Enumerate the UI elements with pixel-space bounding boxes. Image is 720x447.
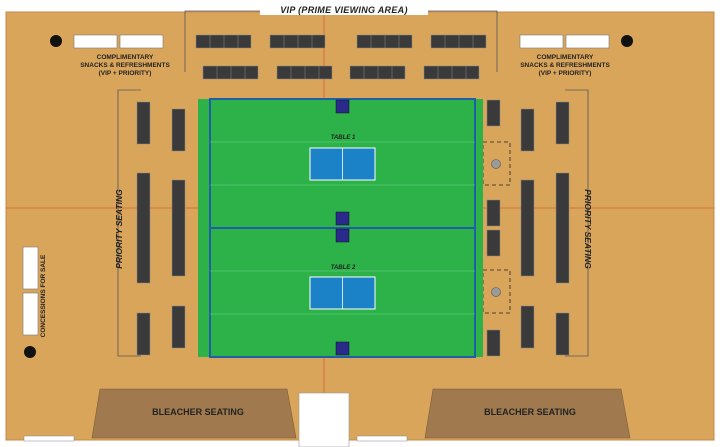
vip-seat-row	[356, 34, 413, 49]
priority-seating-right	[520, 101, 570, 356]
umpire-chair-1-icon	[491, 159, 501, 169]
snacks-right-line-1: COMPLIMENTARY	[536, 54, 594, 61]
priority-seat-row	[555, 101, 570, 145]
priority-bracket-right	[565, 89, 589, 357]
court-marker	[335, 228, 350, 243]
snack-table	[119, 34, 164, 49]
concessions-label: CONCESSIONS FOR SALE	[40, 254, 47, 338]
concession-table	[22, 246, 39, 290]
entrance	[298, 392, 350, 447]
court-marker	[335, 341, 350, 356]
snack-table	[519, 34, 564, 49]
courtside-seats	[486, 99, 501, 357]
snacks-left-line-2: SNACKS & REFRESHMENTS	[80, 62, 170, 69]
courtside-seat-row	[486, 199, 501, 227]
marker-dot-bottom-left	[24, 346, 36, 358]
marker-dot-top-left	[50, 35, 62, 47]
bleacher-right	[424, 388, 631, 439]
door-marker	[23, 435, 75, 442]
vip-seat-row	[430, 34, 487, 49]
snacks-left-line-1: COMPLIMENTARY	[96, 54, 154, 61]
bleacher-left-label: BLEACHER SEATING	[152, 407, 244, 417]
snacks-left-line-3: (VIP + PRIORITY)	[98, 70, 152, 77]
table-2-label: TABLE 2	[330, 265, 356, 271]
vip-seat-row	[202, 65, 259, 80]
table-1-label: TABLE 1	[330, 135, 356, 141]
court-marker	[335, 99, 350, 114]
snacks-label-right: COMPLIMENTARY SNACKS & REFRESHMENTS (VIP…	[500, 54, 630, 78]
vip-seat-row	[269, 34, 326, 49]
snacks-label-left: COMPLIMENTARY SNACKS & REFRESHMENTS (VIP…	[60, 54, 190, 78]
priority-bracket-left	[117, 89, 141, 357]
snacks-right-line-2: SNACKS & REFRESHMENTS	[520, 62, 610, 69]
priority-seat-row	[520, 108, 535, 152]
vip-label: VIP (PRIME VIEWING AREA)	[260, 5, 428, 15]
vip-seat-row	[195, 34, 252, 49]
priority-seat-row	[555, 172, 570, 284]
snack-table	[565, 34, 610, 49]
priority-seating-left	[136, 101, 186, 356]
court-markers	[335, 99, 350, 356]
priority-seat-row	[520, 179, 535, 277]
courtside-seat-row	[486, 329, 501, 357]
bleacher-right-label: BLEACHER SEATING	[484, 407, 576, 417]
court-marker	[335, 211, 350, 226]
courtside-seat-row	[486, 229, 501, 257]
concession-table	[22, 292, 39, 336]
vip-seat-row	[423, 65, 480, 80]
snacks-right-line-3: (VIP + PRIORITY)	[538, 70, 592, 77]
priority-seat-row	[136, 101, 151, 145]
priority-seat-row	[136, 312, 151, 356]
priority-seating-left-label: PRIORITY SEATING	[114, 189, 124, 269]
priority-seat-row	[520, 305, 535, 349]
bleacher-left	[91, 388, 297, 439]
door-marker	[356, 435, 408, 442]
snack-table	[73, 34, 118, 49]
courtside-seat-row	[486, 99, 501, 127]
vip-seat-row	[349, 65, 406, 80]
vip-seat-row	[276, 65, 333, 80]
priority-seat-row	[171, 179, 186, 277]
priority-seat-row	[171, 305, 186, 349]
marker-dot-top-right	[621, 35, 633, 47]
priority-seat-row	[171, 108, 186, 152]
priority-seat-row	[555, 312, 570, 356]
priority-seating-right-label: PRIORITY SEATING	[583, 189, 593, 269]
priority-seat-row	[136, 172, 151, 284]
umpire-chair-2-icon	[491, 287, 501, 297]
